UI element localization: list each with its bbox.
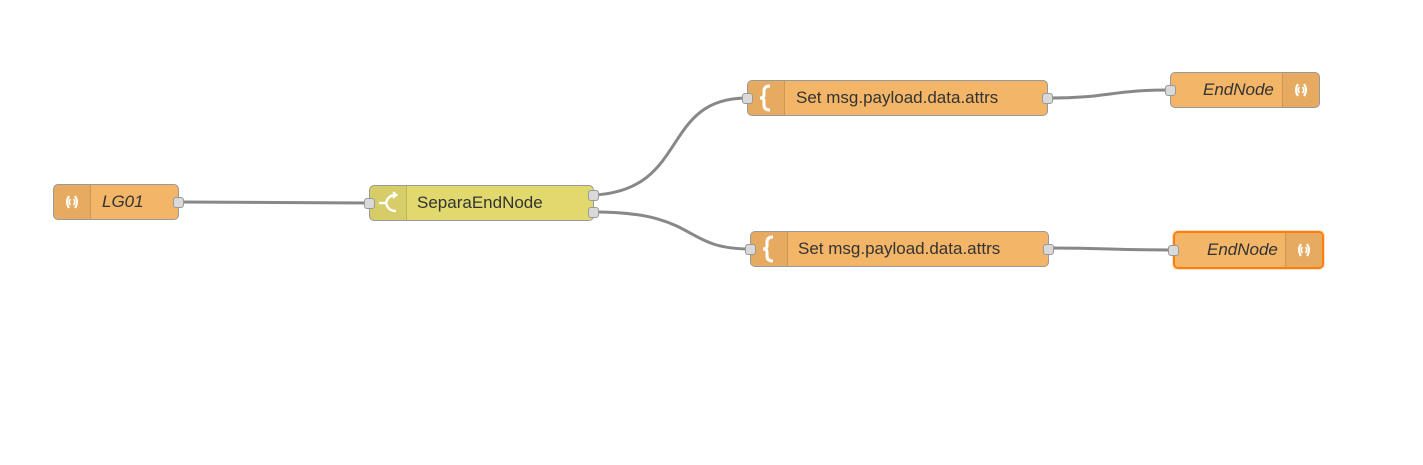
wire-set1-endnode1[interactable] (1047, 88, 1171, 100)
set-payload-node-2[interactable]: Set msg.payload.data.attrs (745, 231, 1054, 267)
endnode1-label: EndNode (1203, 80, 1274, 99)
endnode2-input-port[interactable] (1168, 245, 1179, 256)
brace-icon (748, 81, 785, 115)
separa-input-port[interactable] (364, 198, 375, 209)
separa-output-port-2[interactable] (588, 207, 599, 218)
endnode-node-2[interactable]: EndNode (1168, 231, 1324, 269)
lg01-label: LG01 (102, 192, 144, 211)
set1-input-port[interactable] (742, 93, 753, 104)
set1-output-port[interactable] (1042, 93, 1053, 104)
wifi-icon (1285, 233, 1322, 267)
endnode-node-1[interactable]: EndNode (1165, 72, 1320, 108)
set-payload-node-1[interactable]: Set msg.payload.data.attrs (742, 80, 1053, 116)
brace-icon (751, 232, 788, 266)
wire-separa-set2[interactable] (593, 210, 751, 251)
endnode1-input-port[interactable] (1165, 85, 1176, 96)
wire-lg01-separa[interactable] (178, 200, 370, 205)
lg01-node[interactable]: LG01 (53, 184, 184, 220)
separa-output-port-1[interactable] (588, 190, 599, 201)
set1-label: Set msg.payload.data.attrs (796, 88, 999, 107)
wifi-icon (1282, 73, 1319, 107)
set2-label: Set msg.payload.data.attrs (798, 239, 1001, 258)
wire-set2-endnode2[interactable] (1048, 246, 1174, 252)
set2-output-port[interactable] (1043, 244, 1054, 255)
separa-label: SeparaEndNode (417, 193, 543, 212)
wifi-icon (54, 185, 91, 219)
lg01-output-port[interactable] (173, 197, 184, 208)
endnode2-label: EndNode (1207, 240, 1278, 259)
wire-separa-set1[interactable] (593, 96, 748, 197)
separa-switch-node[interactable]: SeparaEndNode (364, 185, 599, 221)
switch-icon (370, 186, 407, 220)
set2-input-port[interactable] (745, 244, 756, 255)
